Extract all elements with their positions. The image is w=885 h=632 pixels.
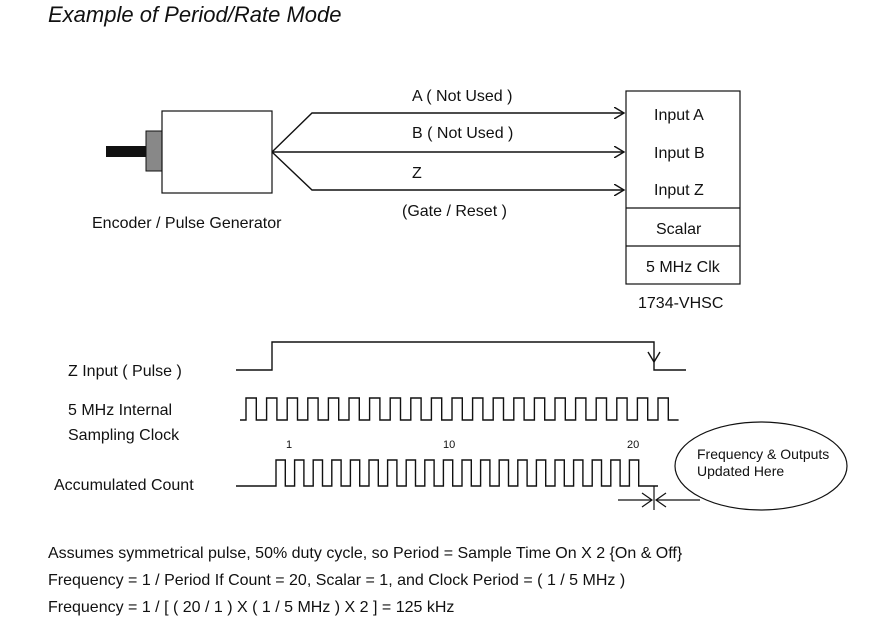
interval-arrow-right-icon — [641, 492, 654, 508]
wire-a — [271, 113, 624, 153]
module-1734-vhsc: Input A Input B Input Z Scalar 5 MHz Clk — [625, 90, 741, 285]
z-pulse-waveform — [236, 341, 686, 371]
count-tick-10: 10 — [443, 439, 455, 451]
module-input-a: Input A — [654, 107, 704, 124]
update-callout — [674, 421, 848, 511]
wire-z — [271, 151, 624, 190]
signal-b-label: B ( Not Used ) — [412, 125, 513, 142]
sampling-clock-waveform — [240, 397, 679, 421]
signal-z-label: Z — [412, 165, 422, 182]
count-tick-20: 20 — [627, 439, 639, 451]
signal-wires — [271, 113, 624, 190]
module-scalar: Scalar — [656, 221, 702, 238]
encoder-body — [161, 110, 273, 194]
callout-line2: Updated Here — [697, 463, 784, 479]
encoder-collar — [145, 130, 163, 172]
clock-label-line2: Sampling Clock — [68, 427, 180, 444]
encoder-label: Encoder / Pulse Generator — [92, 215, 282, 232]
encoder-shaft — [106, 146, 146, 157]
diagram-title: Example of Period/Rate Mode — [48, 2, 342, 27]
count-tick-1: 1 — [286, 439, 292, 451]
module-clock: 5 MHz Clk — [646, 259, 721, 276]
signal-a-label: A ( Not Used ) — [412, 88, 512, 105]
note-line-2: Frequency = 1 / Period If Count = 20, Sc… — [48, 572, 625, 589]
module-frame — [625, 90, 741, 285]
note-line-3: Frequency = 1 / [ ( 20 / 1 ) X ( 1 / 5 M… — [48, 599, 454, 616]
module-input-z: Input Z — [654, 182, 704, 199]
signal-z-note: (Gate / Reset ) — [402, 203, 507, 220]
module-input-b: Input B — [654, 145, 705, 162]
callout-line1: Frequency & Outputs — [697, 446, 829, 462]
encoder — [106, 110, 273, 194]
update-interval-marker — [618, 486, 700, 510]
z-input-label: Z Input ( Pulse ) — [68, 363, 182, 380]
clock-label-line1: 5 MHz Internal — [68, 402, 172, 419]
module-name: 1734-VHSC — [638, 295, 723, 312]
count-label: Accumulated Count — [54, 477, 194, 494]
pulse-end-arrow-icon — [647, 351, 661, 364]
accumulated-count-waveform — [236, 459, 658, 487]
interval-arrow-left-icon — [654, 492, 667, 508]
note-line-1: Assumes symmetrical pulse, 50% duty cycl… — [48, 545, 683, 562]
